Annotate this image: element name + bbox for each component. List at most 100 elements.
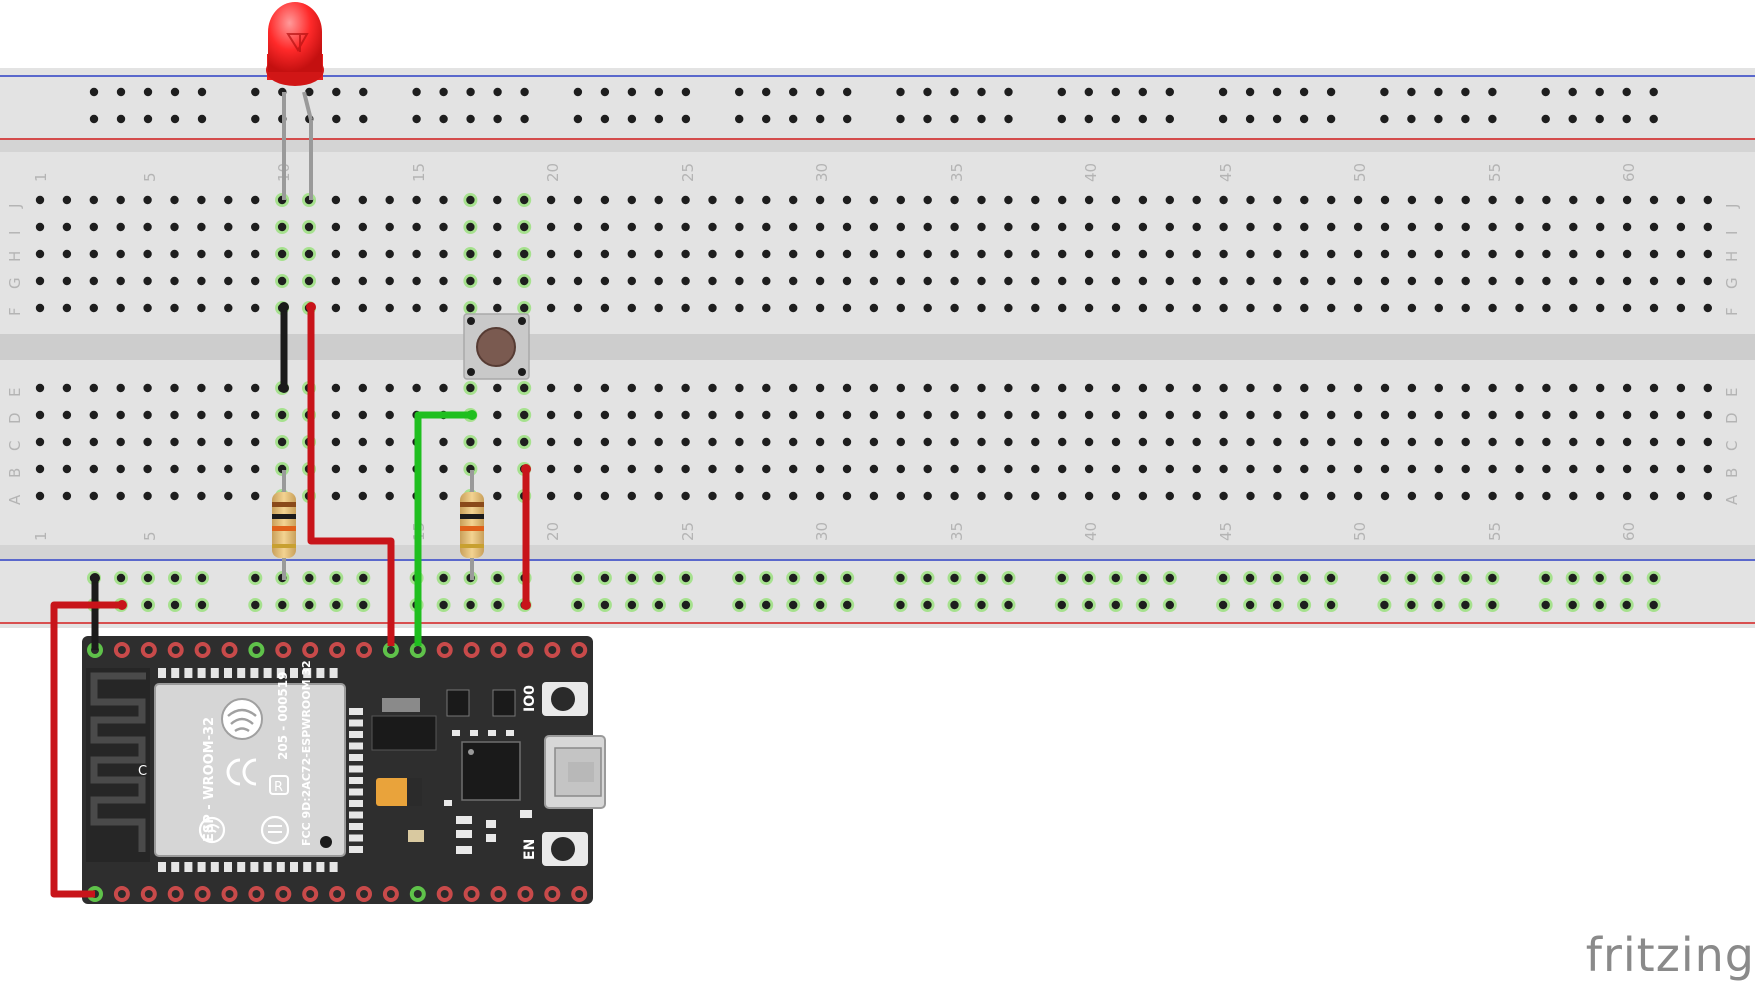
breadboard-hole[interactable] bbox=[1622, 600, 1631, 610]
breadboard-hole[interactable] bbox=[842, 383, 852, 393]
breadboard-hole[interactable] bbox=[1649, 222, 1659, 232]
breadboard-hole[interactable] bbox=[332, 87, 341, 97]
breadboard-hole[interactable] bbox=[1084, 383, 1094, 393]
breadboard-hole[interactable] bbox=[170, 249, 179, 259]
breadboard-hole[interactable] bbox=[1703, 222, 1713, 232]
breadboard-hole[interactable] bbox=[735, 195, 744, 205]
breadboard-hole[interactable] bbox=[1353, 303, 1363, 313]
breadboard-hole[interactable] bbox=[1084, 87, 1094, 97]
breadboard-hole[interactable] bbox=[627, 464, 636, 474]
breadboard-hole[interactable] bbox=[1300, 303, 1309, 313]
breadboard-hole[interactable] bbox=[1058, 383, 1067, 393]
breadboard-hole[interactable] bbox=[1569, 491, 1578, 501]
breadboard-hole[interactable] bbox=[923, 573, 932, 583]
breadboard-hole[interactable] bbox=[1031, 249, 1040, 259]
breadboard-hole[interactable] bbox=[439, 437, 448, 447]
breadboard-hole[interactable] bbox=[1273, 195, 1282, 205]
breadboard-hole[interactable] bbox=[573, 410, 583, 420]
breadboard-hole[interactable] bbox=[654, 464, 663, 474]
breadboard-hole[interactable] bbox=[681, 303, 690, 313]
breadboard-hole[interactable] bbox=[1380, 491, 1390, 501]
breadboard-hole[interactable] bbox=[1676, 410, 1686, 420]
breadboard-hole[interactable] bbox=[573, 437, 583, 447]
breadboard-hole[interactable] bbox=[815, 437, 825, 447]
breadboard-hole[interactable] bbox=[950, 195, 959, 205]
breadboard-hole[interactable] bbox=[923, 249, 932, 259]
breadboard-hole[interactable] bbox=[1461, 195, 1470, 205]
breadboard-hole[interactable] bbox=[1031, 303, 1040, 313]
esp32-devkit[interactable]: C R ESP - WROOM-32 205 - 000519 FCC 9 bbox=[82, 636, 606, 904]
breadboard-hole[interactable] bbox=[1218, 600, 1228, 610]
breadboard-hole[interactable] bbox=[815, 410, 825, 420]
breadboard-hole[interactable] bbox=[385, 303, 394, 313]
breadboard-hole[interactable] bbox=[762, 383, 771, 393]
breadboard-hole[interactable] bbox=[332, 573, 341, 583]
breadboard-hole[interactable] bbox=[815, 383, 825, 393]
breadboard-hole[interactable] bbox=[1326, 573, 1336, 583]
breadboard-hole[interactable] bbox=[1165, 573, 1175, 583]
breadboard-hole[interactable] bbox=[466, 114, 475, 124]
breadboard-hole[interactable] bbox=[1084, 249, 1094, 259]
breadboard-hole[interactable] bbox=[1622, 222, 1632, 232]
breadboard-hole[interactable] bbox=[1703, 249, 1713, 259]
breadboard-hole[interactable] bbox=[1272, 573, 1282, 583]
breadboard-hole[interactable] bbox=[197, 410, 206, 420]
breadboard-hole[interactable] bbox=[1165, 491, 1175, 501]
breadboard-hole[interactable] bbox=[1031, 383, 1040, 393]
breadboard-hole[interactable] bbox=[627, 573, 637, 583]
breadboard-hole[interactable] bbox=[573, 383, 583, 393]
breadboard-hole[interactable] bbox=[116, 276, 125, 286]
breadboard-hole[interactable] bbox=[1461, 464, 1470, 474]
breadboard-hole[interactable] bbox=[358, 276, 367, 286]
breadboard-hole[interactable] bbox=[197, 600, 207, 610]
breadboard-hole[interactable] bbox=[842, 437, 852, 447]
breadboard-hole[interactable] bbox=[1327, 222, 1336, 232]
breadboard-hole[interactable] bbox=[1031, 276, 1040, 286]
breadboard-hole[interactable] bbox=[358, 410, 367, 420]
breadboard-hole[interactable] bbox=[789, 195, 798, 205]
breadboard-hole[interactable] bbox=[842, 249, 852, 259]
breadboard-hole[interactable] bbox=[1676, 303, 1686, 313]
breadboard-hole[interactable] bbox=[170, 87, 180, 97]
breadboard-hole[interactable] bbox=[1246, 464, 1255, 474]
breadboard-hole[interactable] bbox=[1434, 87, 1443, 97]
breadboard-hole[interactable] bbox=[1031, 195, 1040, 205]
breadboard-hole[interactable] bbox=[385, 410, 394, 420]
breadboard-hole[interactable] bbox=[305, 87, 314, 97]
breadboard-hole[interactable] bbox=[1165, 195, 1175, 205]
breadboard-hole[interactable] bbox=[35, 303, 45, 313]
breadboard-hole[interactable] bbox=[1326, 87, 1336, 97]
breadboard-hole[interactable] bbox=[950, 573, 959, 583]
breadboard-hole[interactable] bbox=[1192, 195, 1201, 205]
breadboard-hole[interactable] bbox=[251, 87, 260, 97]
breadboard-hole[interactable] bbox=[1111, 276, 1121, 286]
breadboard-hole[interactable] bbox=[466, 249, 475, 259]
breadboard-hole[interactable] bbox=[708, 249, 717, 259]
breadboard-hole[interactable] bbox=[869, 276, 879, 286]
breadboard-hole[interactable] bbox=[224, 222, 233, 232]
breadboard-hole[interactable] bbox=[789, 87, 798, 97]
breadboard-hole[interactable] bbox=[358, 491, 367, 501]
breadboard-hole[interactable] bbox=[1273, 437, 1282, 447]
breadboard-hole[interactable] bbox=[1461, 600, 1470, 610]
breadboard-hole[interactable] bbox=[143, 464, 152, 474]
breadboard-hole[interactable] bbox=[735, 87, 744, 97]
breadboard-hole[interactable] bbox=[1596, 383, 1605, 393]
breadboard-hole[interactable] bbox=[1488, 464, 1497, 474]
breadboard-hole[interactable] bbox=[331, 276, 341, 286]
breadboard-hole[interactable] bbox=[681, 383, 690, 393]
breadboard-hole[interactable] bbox=[385, 383, 394, 393]
breadboard-hole[interactable] bbox=[600, 249, 610, 259]
breadboard-hole[interactable] bbox=[627, 249, 636, 259]
breadboard-hole[interactable] bbox=[735, 222, 744, 232]
breadboard-hole[interactable] bbox=[116, 114, 126, 124]
breadboard-hole[interactable] bbox=[869, 303, 879, 313]
breadboard-hole[interactable] bbox=[1407, 87, 1416, 97]
breadboard-hole[interactable] bbox=[923, 600, 932, 610]
breadboard-hole[interactable] bbox=[331, 464, 341, 474]
breadboard-hole[interactable] bbox=[735, 464, 744, 474]
breadboard-hole[interactable] bbox=[977, 195, 986, 205]
breadboard-hole[interactable] bbox=[1488, 573, 1497, 583]
breadboard-hole[interactable] bbox=[493, 600, 502, 610]
breadboard-hole[interactable] bbox=[62, 303, 72, 313]
